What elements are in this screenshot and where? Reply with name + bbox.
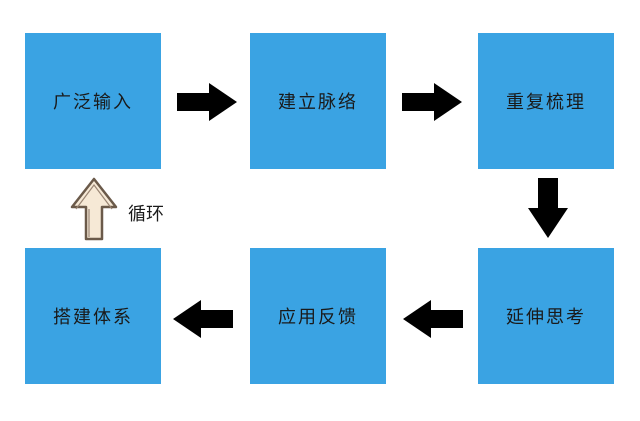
arrow-left-icon bbox=[403, 300, 463, 338]
step-box-review: 重复梳理 bbox=[478, 33, 614, 169]
step-box-extend: 延伸思考 bbox=[478, 248, 614, 384]
arrow-down-icon bbox=[528, 178, 568, 238]
step-label: 建立脉络 bbox=[278, 92, 358, 113]
step-box-input: 广泛输入 bbox=[25, 33, 161, 169]
step-label: 延伸思考 bbox=[506, 307, 586, 328]
step-box-system: 搭建体系 bbox=[25, 248, 161, 384]
arrow-right-icon bbox=[177, 83, 237, 121]
step-label: 搭建体系 bbox=[53, 307, 133, 328]
arrow-right-icon bbox=[402, 83, 462, 121]
step-box-context: 建立脉络 bbox=[250, 33, 386, 169]
step-label: 重复梳理 bbox=[506, 92, 586, 113]
step-label: 应用反馈 bbox=[278, 307, 358, 328]
loop-label: 循环 bbox=[128, 204, 164, 225]
step-box-feedback: 应用反馈 bbox=[250, 248, 386, 384]
arrow-left-icon bbox=[173, 300, 233, 338]
step-label: 广泛输入 bbox=[53, 92, 133, 113]
loop-arrow-up-icon bbox=[70, 177, 118, 241]
